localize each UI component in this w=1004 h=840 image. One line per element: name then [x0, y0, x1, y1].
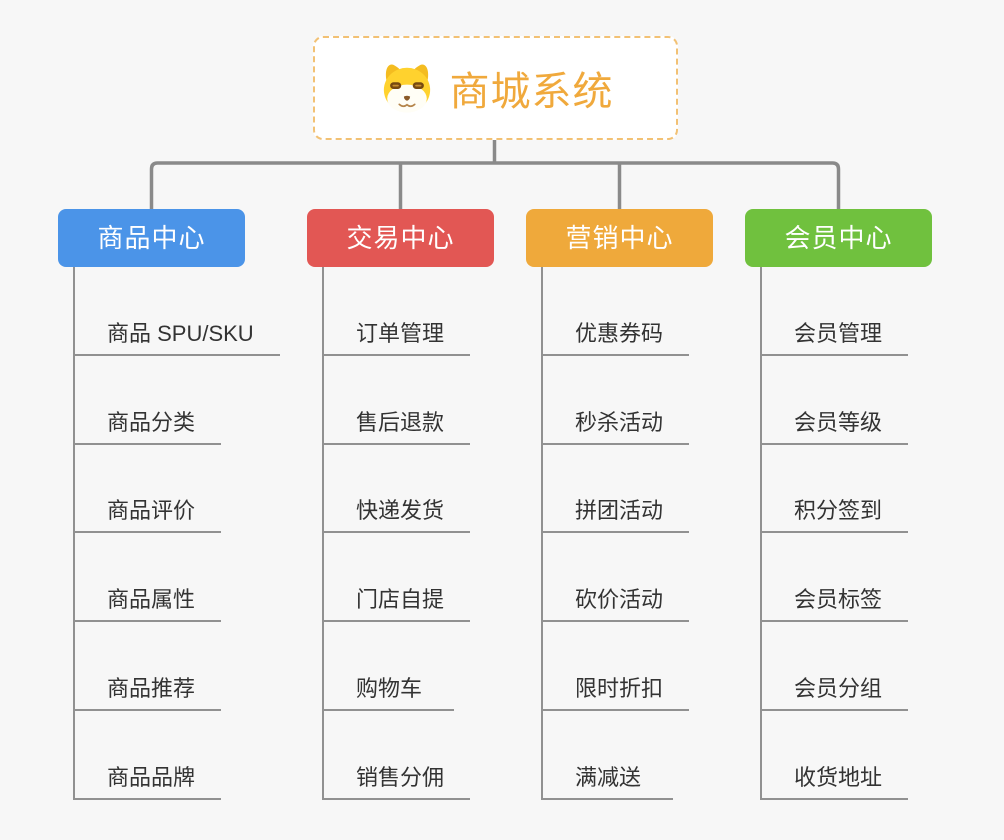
root-node[interactable]: 商城系统: [313, 36, 678, 140]
leaf-node[interactable]: 收货地址: [762, 711, 909, 800]
leaf-node[interactable]: 积分签到: [762, 445, 909, 534]
branch-node[interactable]: 交易中心: [307, 209, 494, 267]
dog-face-icon: [378, 61, 436, 115]
leaf-node[interactable]: 门店自提: [324, 533, 471, 623]
leaf-node[interactable]: 秒杀活动: [543, 356, 690, 445]
leaf-node[interactable]: 限时折扣: [543, 622, 690, 711]
branch-node[interactable]: 商品中心: [58, 209, 245, 267]
leaf-node[interactable]: 满减送: [543, 711, 673, 800]
leaf-node[interactable]: 商品推荐: [75, 622, 222, 711]
leaf-node[interactable]: 会员等级: [762, 356, 909, 445]
branch-column-4: 会员中心会员管理会员等级积分签到会员标签会员分组收货地址: [745, 209, 932, 800]
leaf-node[interactable]: 快递发货: [324, 445, 471, 534]
leaf-node[interactable]: 砍价活动: [543, 533, 690, 623]
leaf-list: 会员管理会员等级积分签到会员标签会员分组收货地址: [760, 267, 909, 800]
leaf-node[interactable]: 优惠券码: [543, 267, 690, 356]
leaf-list: 订单管理售后退款快递发货门店自提购物车销售分佣: [322, 267, 471, 800]
leaf-node[interactable]: 商品品牌: [75, 711, 222, 800]
branch-node[interactable]: 会员中心: [745, 209, 932, 267]
leaf-node[interactable]: 商品属性: [75, 533, 222, 623]
leaf-node[interactable]: 订单管理: [324, 267, 471, 356]
leaf-node[interactable]: 商品评价: [75, 445, 222, 534]
leaf-node[interactable]: 会员管理: [762, 267, 909, 356]
branch-column-3: 营销中心优惠券码秒杀活动拼团活动砍价活动限时折扣满减送: [526, 209, 713, 800]
leaf-node[interactable]: 售后退款: [324, 356, 471, 445]
leaf-node[interactable]: 购物车: [324, 622, 454, 711]
leaf-node[interactable]: 会员标签: [762, 533, 909, 623]
leaf-node[interactable]: 商品 SPU/SKU: [75, 267, 280, 356]
leaf-list: 优惠券码秒杀活动拼团活动砍价活动限时折扣满减送: [541, 267, 690, 800]
root-title: 商城系统: [449, 70, 614, 114]
leaf-node[interactable]: 拼团活动: [543, 445, 690, 534]
leaf-node[interactable]: 商品分类: [75, 356, 222, 445]
leaf-node[interactable]: 会员分组: [762, 622, 909, 711]
branch-node[interactable]: 营销中心: [526, 209, 713, 267]
leaf-node[interactable]: 销售分佣: [324, 711, 471, 800]
branch-rail-line: [149, 161, 841, 210]
branch-column-2: 交易中心订单管理售后退款快递发货门店自提购物车销售分佣: [307, 209, 494, 800]
